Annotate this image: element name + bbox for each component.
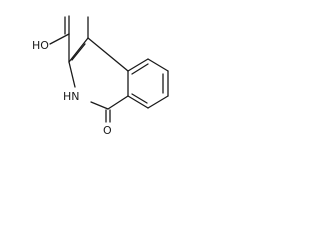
bond-benz-5 bbox=[127, 95, 149, 109]
bond-n2-c1 bbox=[90, 101, 109, 110]
atom-label-amine: HN bbox=[63, 90, 80, 103]
bond-cooh-oh bbox=[49, 33, 70, 45]
bond-c1-c8a bbox=[107, 95, 129, 110]
bond-benz-1 bbox=[127, 58, 149, 72]
bond-benz-inner-1 bbox=[131, 63, 149, 75]
bond-benz-inner-3 bbox=[131, 93, 148, 104]
atom-label-carbonyl-oxygen: O bbox=[103, 124, 112, 137]
bond-c3-n2 bbox=[68, 61, 76, 88]
bond-c4-c3-inner bbox=[71, 43, 86, 61]
bond-benz-4 bbox=[147, 95, 169, 109]
bond-benz-2 bbox=[147, 58, 169, 72]
molecule-structure: HO HN O bbox=[32, 15, 169, 137]
bond-c4-c3 bbox=[68, 37, 89, 63]
bond-c4a-c4 bbox=[87, 37, 129, 72]
structure-canvas: HO HN O bbox=[0, 0, 170, 137]
atom-label-hydroxyl: HO bbox=[32, 39, 49, 52]
